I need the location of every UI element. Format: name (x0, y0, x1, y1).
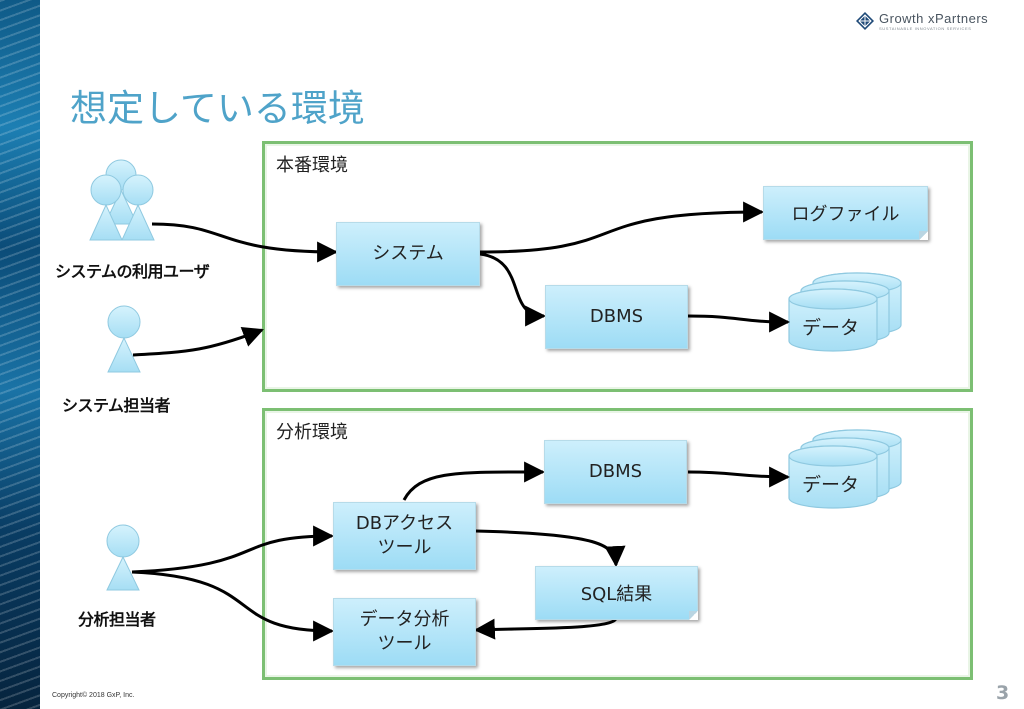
copyright-text: Copyright© 2018 GxP, Inc. (52, 692, 135, 699)
data-analysis-tool-box: データ分析 ツール (333, 598, 476, 666)
logfile-document: ログファイル (763, 186, 928, 240)
person-icon (107, 305, 141, 373)
users-to-system-arrow (151, 222, 339, 263)
production-dbms-box: DBMS (545, 285, 688, 349)
person-icon (106, 524, 140, 591)
analyst-label: 分析担当者 (78, 610, 156, 629)
analysis-environment-label: 分析環境 (276, 422, 348, 443)
dbaccess-to-sqlresult-arrow (475, 529, 626, 568)
company-logo: Growth xPartners SUSTAINABLE INNOVATION … (856, 10, 1006, 34)
analyst-to-dbaccess-arrow (131, 525, 335, 574)
sql-result-document: SQL結果 (535, 566, 698, 620)
system-box: システム (336, 222, 480, 286)
production-environment-label: 本番環境 (276, 155, 348, 176)
database-cylinder-icon (788, 272, 902, 352)
dbms-to-data-analysis-arrow (687, 466, 791, 488)
system-to-logfile-arrow (479, 201, 765, 254)
sqlresult-to-analysistool-arrow (473, 617, 618, 640)
logo-text: Growth xPartners (879, 11, 989, 26)
analyst-to-analysistool-arrow (131, 570, 335, 642)
production-data-label: データ (802, 317, 860, 339)
admin-to-production-arrow (132, 326, 264, 357)
person-group-icon (89, 159, 155, 241)
page-title: 想定している環境 (70, 87, 365, 130)
logo-mark-icon (856, 12, 874, 30)
dbaccess-to-dbms-arrow (402, 461, 546, 501)
analysis-data-label: データ (802, 474, 860, 496)
system-users-label: システムの利用ユーザ (55, 262, 210, 281)
db-access-tool-box: DBアクセス ツール (333, 502, 476, 570)
analysis-dbms-box: DBMS (544, 440, 687, 504)
page-number: 3 (996, 682, 1010, 704)
system-to-dbms-arrow (479, 252, 547, 327)
logo-tagline: SUSTAINABLE INNOVATION SERVICES (879, 26, 972, 31)
system-admin-label: システム担当者 (62, 396, 171, 415)
decorative-water-strip (0, 0, 40, 709)
database-cylinder-icon (788, 429, 902, 509)
dbms-to-data-arrow (687, 311, 791, 333)
